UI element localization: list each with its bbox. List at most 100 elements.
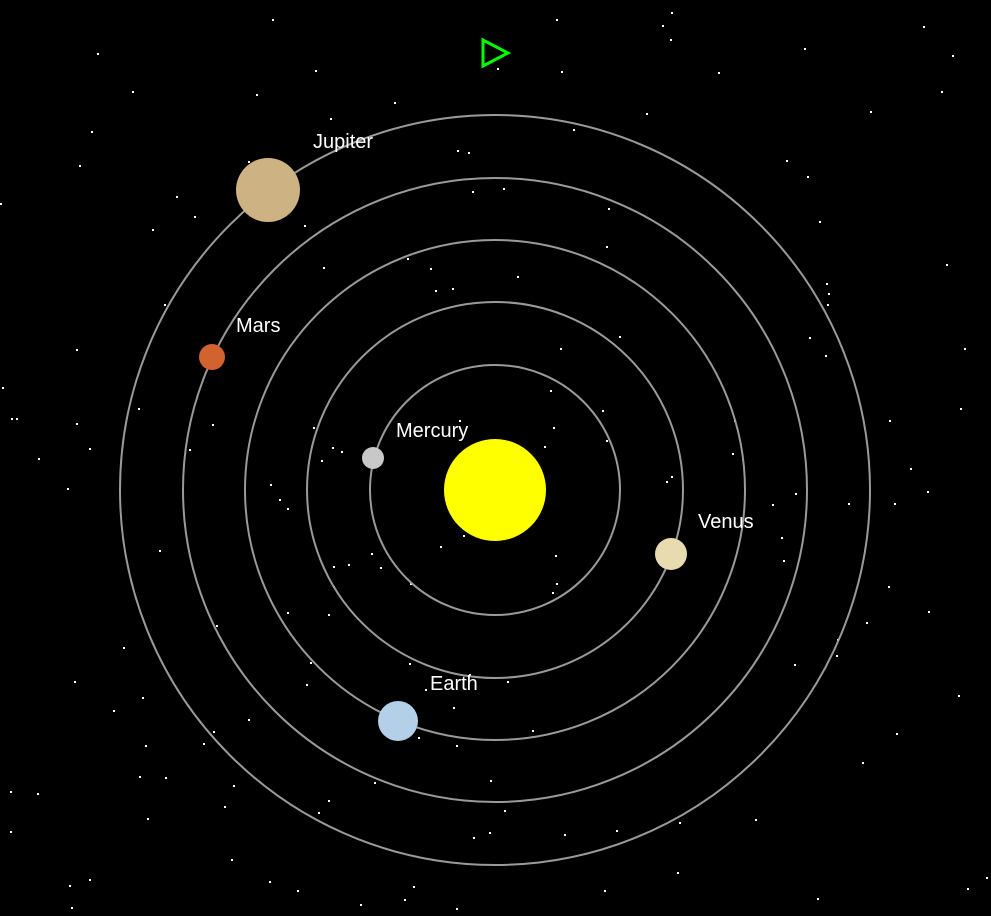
mars-body[interactable] <box>199 344 225 370</box>
star-dot <box>532 730 534 732</box>
star-dot <box>430 268 432 270</box>
star-dot <box>248 719 250 721</box>
star-dot <box>507 681 509 683</box>
star-dot <box>360 904 362 906</box>
star-dot <box>380 567 382 569</box>
star-dot <box>783 560 785 562</box>
star-dot <box>287 612 289 614</box>
venus-body[interactable] <box>655 538 687 570</box>
star-dot <box>819 221 821 223</box>
star-dot <box>928 611 930 613</box>
planet-venus[interactable]: Venus <box>655 511 754 570</box>
star-dot <box>489 832 491 834</box>
star-dot <box>123 647 125 649</box>
jupiter-label: Jupiter <box>313 131 373 153</box>
star-dot <box>297 890 299 892</box>
jupiter-body[interactable] <box>236 158 300 222</box>
star-dot <box>646 113 648 115</box>
star-dot <box>453 707 455 709</box>
mercury-label: Mercury <box>396 420 468 442</box>
planet-mars[interactable]: Mars <box>199 315 280 370</box>
star-dot <box>862 762 864 764</box>
star-dot <box>79 165 81 167</box>
earth-label: Earth <box>430 673 478 695</box>
star-dot <box>212 424 214 426</box>
star-dot <box>256 94 258 96</box>
star-dot <box>159 550 161 552</box>
star-dot <box>270 484 272 486</box>
planet-mercury[interactable]: Mercury <box>362 420 468 469</box>
star-dot <box>139 776 141 778</box>
star-dot <box>71 907 73 909</box>
star-dot <box>145 745 147 747</box>
star-dot <box>16 418 18 420</box>
orbit-earth <box>244 239 746 741</box>
star-dot <box>490 780 492 782</box>
star-dot <box>97 53 99 55</box>
star-dot <box>794 664 796 666</box>
star-dot <box>772 504 774 506</box>
play-icon[interactable] <box>481 37 512 69</box>
mercury-body[interactable] <box>362 447 384 469</box>
star-dot <box>550 390 552 392</box>
star-dot <box>556 583 558 585</box>
star-dot <box>132 91 134 93</box>
star-dot <box>67 488 69 490</box>
star-dot <box>328 614 330 616</box>
star-dot <box>964 348 966 350</box>
star-dot <box>807 176 809 178</box>
star-dot <box>662 25 664 27</box>
star-dot <box>604 890 606 892</box>
star-dot <box>310 662 312 664</box>
star-dot <box>332 447 334 449</box>
star-dot <box>11 418 13 420</box>
star-dot <box>440 546 442 548</box>
star-dot <box>503 188 505 190</box>
star-dot <box>425 689 427 691</box>
star-dot <box>348 564 350 566</box>
star-dot <box>556 19 558 21</box>
star-dot <box>452 288 454 290</box>
planet-earth[interactable]: Earth <box>378 673 478 741</box>
star-dot <box>828 293 830 295</box>
star-dot <box>795 493 797 495</box>
star-dot <box>910 468 912 470</box>
star-dot <box>732 453 734 455</box>
star-dot <box>666 481 668 483</box>
star-dot <box>333 566 335 568</box>
star-dot <box>69 885 71 887</box>
star-dot <box>889 420 891 422</box>
star-dot <box>552 592 554 594</box>
star-dot <box>37 793 39 795</box>
star-dot <box>371 553 373 555</box>
star-dot <box>410 583 412 585</box>
star-dot <box>544 446 546 448</box>
star-dot <box>564 834 566 836</box>
star-dot <box>967 888 969 890</box>
star-dot <box>138 408 140 410</box>
star-dot <box>468 152 470 154</box>
star-dot <box>407 258 409 260</box>
star-dot <box>10 791 12 793</box>
earth-body[interactable] <box>378 701 418 741</box>
star-dot <box>827 304 829 306</box>
star-dot <box>670 39 672 41</box>
star-dot <box>755 819 757 821</box>
star-dot <box>896 733 898 735</box>
star-dot <box>473 837 475 839</box>
planet-jupiter[interactable]: Jupiter <box>236 131 373 222</box>
star-dot <box>89 448 91 450</box>
star-dot <box>287 508 289 510</box>
orbit-mercury <box>369 364 621 616</box>
star-dot <box>497 68 499 70</box>
star-dot <box>165 777 167 779</box>
star-dot <box>152 229 154 231</box>
star-dot <box>677 872 679 874</box>
star-dot <box>313 427 315 429</box>
star-dot <box>517 276 519 278</box>
star-dot <box>413 886 415 888</box>
star-dot <box>941 91 943 93</box>
star-dot <box>923 26 925 28</box>
star-dot <box>825 355 827 357</box>
